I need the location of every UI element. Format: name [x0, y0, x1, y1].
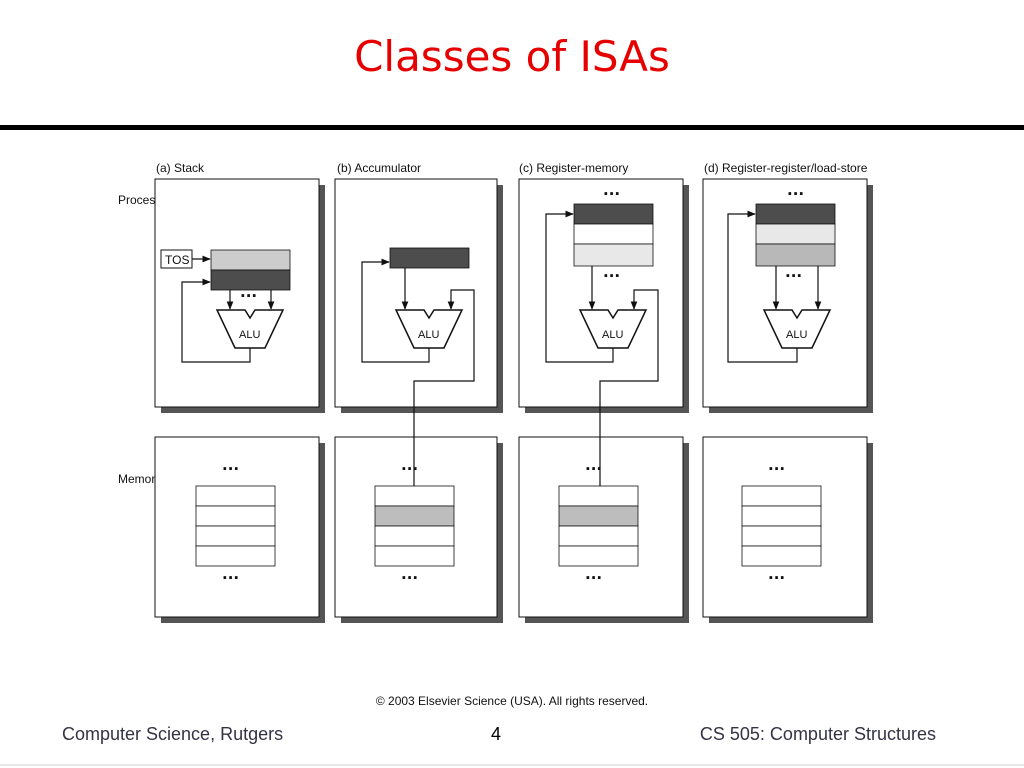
memory-cells-accumulator: ··· ···: [374, 460, 455, 587]
memory-cells-load-store: ··· ···: [741, 460, 822, 587]
loadstore-register-3: [755, 243, 836, 267]
loadstore-register-2: [755, 223, 836, 245]
isa-diagram: (a) Stack (b) Accumulator (c) Register-m…: [118, 161, 873, 623]
title-rule: [0, 125, 1024, 130]
regmem-alu: [578, 309, 648, 349]
mem-ls-ellipsis-bottom: ···: [768, 569, 785, 587]
panel-label-accumulator: (b) Accumulator: [337, 161, 421, 175]
mem-regmem-ellipsis-bottom: ···: [585, 569, 602, 587]
panel-label-load-store: (d) Register-register/load-store: [704, 161, 868, 175]
accumulator-alu-label: ALU: [418, 329, 439, 341]
stack-register-second: [210, 269, 291, 291]
regmem-alu-label: ALU: [602, 329, 623, 341]
stack-alu: [215, 309, 285, 349]
processor-box-accumulator: [334, 178, 503, 413]
loadstore-ellipsis-top: ···: [787, 185, 804, 203]
stack-register-top: [210, 249, 291, 271]
panel-label-stack: (a) Stack: [156, 161, 205, 175]
loadstore-ellipsis-bottom: ···: [785, 267, 802, 285]
stack-alu-label: ALU: [239, 329, 260, 341]
memory-box-accumulator: [334, 436, 503, 623]
stack-tos-box: TOS: [160, 249, 193, 269]
memory-cells-register-memory: ··· ···: [558, 460, 639, 587]
loadstore-alu-label: ALU: [786, 329, 807, 341]
mem-acc-ellipsis-top: ···: [401, 460, 418, 478]
processor-box-load-store: [702, 178, 873, 413]
regmem-register-3: [573, 243, 654, 267]
copyright-notice: © 2003 Elsevier Science (USA). All right…: [375, 694, 649, 708]
tos-label: TOS: [165, 253, 189, 267]
mem-ls-ellipsis-top: ···: [768, 460, 785, 478]
memory-cells-stack: ··· ···: [195, 460, 276, 587]
loadstore-register-1: [755, 203, 836, 225]
regmem-ellipsis-top: ···: [603, 185, 620, 203]
loadstore-alu: [762, 309, 832, 349]
memory-row-label: Memory: [118, 472, 161, 486]
regmem-register-2: [573, 223, 654, 245]
footer-institution: Computer Science, Rutgers: [62, 724, 284, 744]
mem-stack-ellipsis-bottom: ···: [222, 569, 239, 587]
slide-title: Classes of ISAs: [354, 32, 670, 81]
mem-acc-ellipsis-bottom: ···: [401, 569, 418, 587]
accumulator-alu: [394, 309, 464, 349]
footer-course: CS 505: Computer Structures: [699, 724, 936, 744]
slide-number: 4: [490, 724, 501, 744]
accumulator-register: [389, 247, 470, 269]
mem-regmem-ellipsis-top: ···: [585, 460, 602, 478]
footer-rule: [0, 764, 1024, 766]
stack-ellipsis: ···: [240, 287, 257, 305]
mem-stack-ellipsis-top: ···: [222, 460, 239, 478]
regmem-register-1: [573, 203, 654, 225]
regmem-ellipsis-bottom: ···: [603, 267, 620, 285]
memory-box-stack: [154, 436, 325, 623]
panel-label-register-memory: (c) Register-memory: [519, 161, 628, 175]
